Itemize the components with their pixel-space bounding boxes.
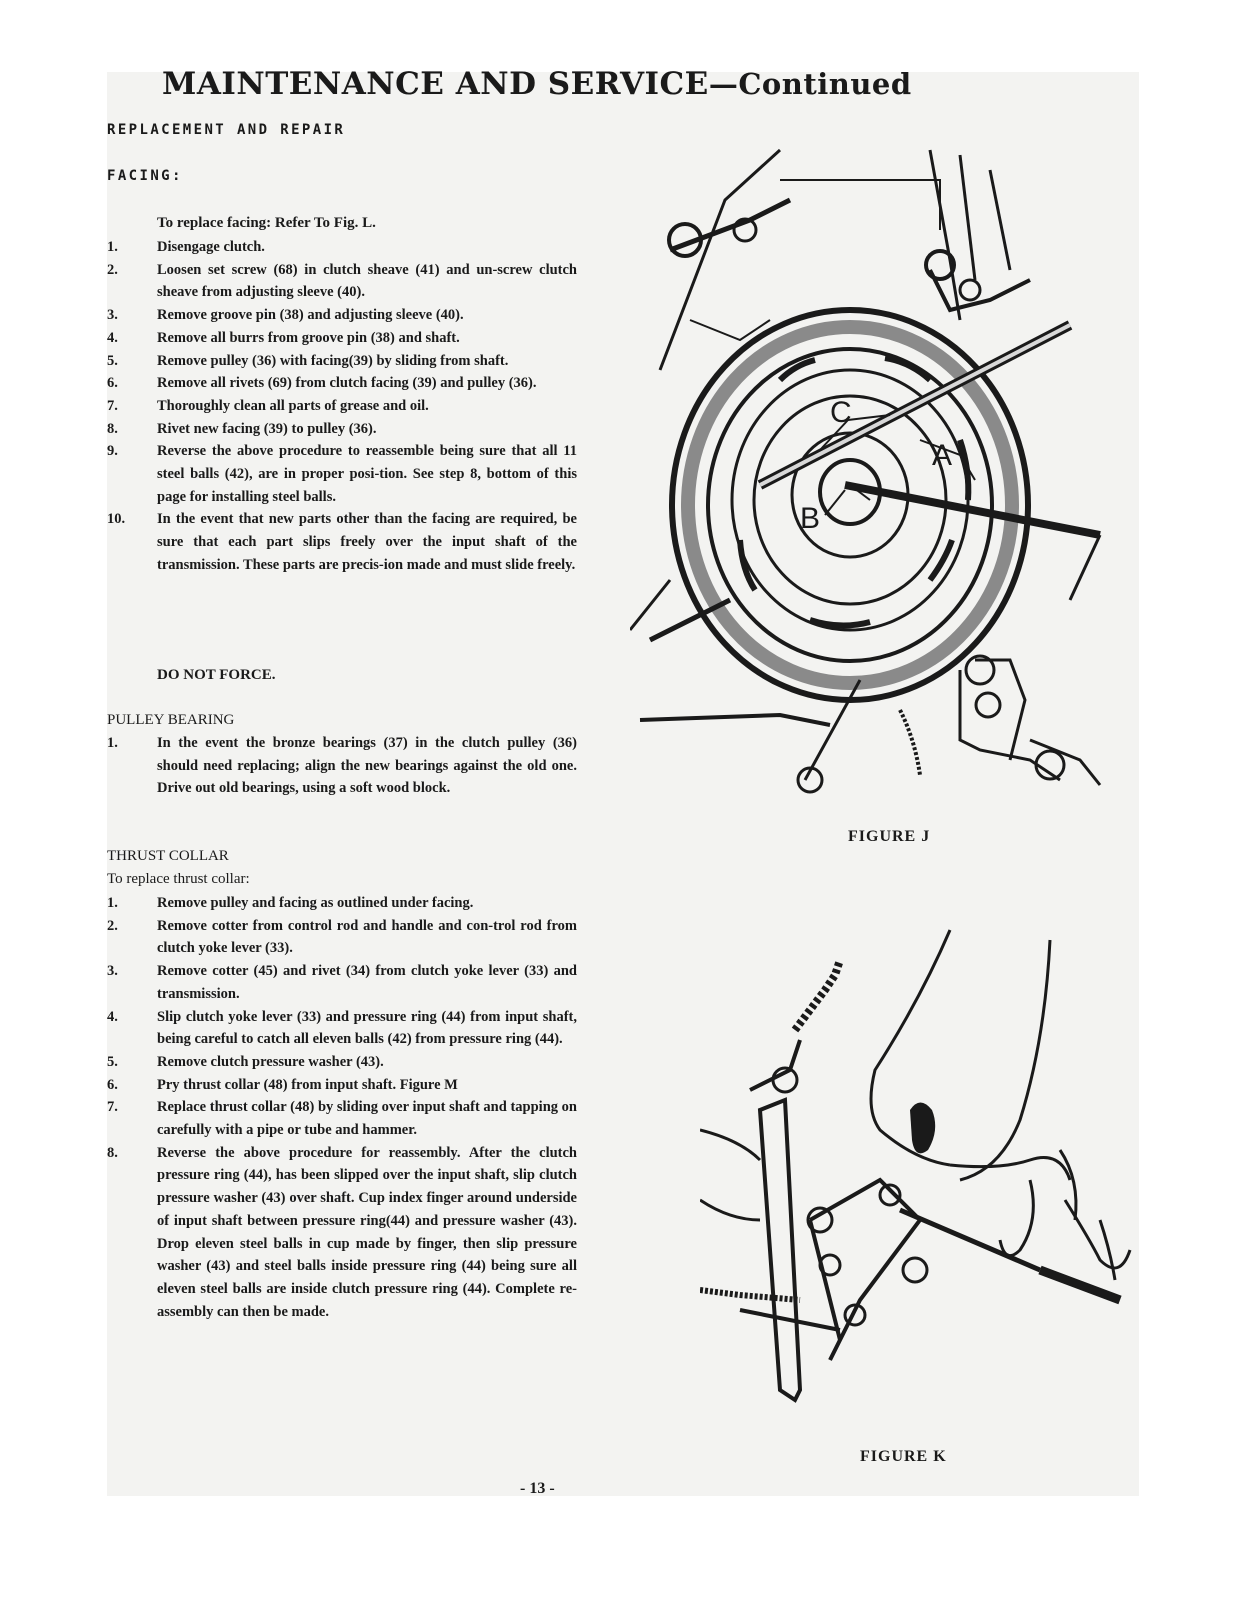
list-item: 4.Slip clutch yoke lever (33) and pressu… [107, 1008, 577, 1048]
list-item: 4.Remove all burrs from groove pin (38) … [107, 329, 460, 346]
facing-heading: FACING: [107, 168, 183, 184]
thrust-collar-steps: 1.Remove pulley and facing as outlined u… [107, 892, 577, 1323]
page-number: - 13 - [520, 1480, 555, 1497]
list-item: 9.Reverse the above procedure to reassem… [107, 443, 577, 505]
list-item: 8.Reverse the above procedure for reasse… [107, 1144, 577, 1320]
warning-text: DO NOT FORCE. [157, 667, 276, 683]
list-item: 5.Remove pulley (36) with facing(39) by … [107, 352, 509, 369]
pulley-bearing-heading: PULLEY BEARING [107, 712, 235, 728]
list-item: 7.Replace thrust collar (48) by sliding … [107, 1099, 577, 1139]
list-item: 3.Remove cotter (45) and rivet (34) from… [107, 963, 577, 1002]
list-item: 2.Loosen set screw (68) in clutch sheave… [107, 261, 577, 301]
title-suffix: —Continued [708, 67, 912, 101]
facing-intro: To replace facing: Refer To Fig. L. [157, 215, 376, 231]
list-item: 1.Remove pulley and facing as outlined u… [107, 895, 474, 911]
list-item: 6.Remove all rivets (69) from clutch fac… [107, 375, 537, 392]
page-sheet [107, 72, 1139, 1496]
list-item: 3.Remove groove pin (38) and adjusting s… [107, 307, 464, 324]
list-item: 2.Remove cotter from control rod and han… [107, 917, 577, 957]
list-item: 5.Remove clutch pressure washer (43). [107, 1053, 384, 1070]
figure-j-illustration: C A B [630, 148, 1102, 794]
list-item: 10.In the event that new parts other tha… [107, 511, 577, 573]
figure-j-label-a: A [932, 439, 952, 472]
list-item: 7.Thoroughly clean all parts of grease a… [107, 397, 429, 414]
facing-steps: 1.Disengage clutch. 2.Loosen set screw (… [107, 236, 577, 577]
figure-k-illustration [700, 929, 1132, 1403]
figure-k-caption: FIGURE K [860, 1448, 947, 1465]
list-item: 8.Rivet new facing (39) to pulley (36). [107, 420, 377, 437]
figure-j-label-b: B [800, 502, 820, 535]
figure-j-label-c: C [830, 396, 852, 429]
list-item: 6.Pry thrust collar (48) from input shaf… [107, 1076, 458, 1093]
thrust-collar-intro: To replace thrust collar: [107, 871, 250, 887]
figure-j-caption: FIGURE J [848, 828, 931, 845]
thrust-collar-heading: THRUST COLLAR [107, 848, 229, 864]
list-item: 1.In the event the bronze bearings (37) … [107, 735, 577, 797]
pulley-bearing-steps: 1.In the event the bronze bearings (37) … [107, 732, 577, 800]
title-main: MAINTENANCE AND SERVICE [162, 66, 709, 102]
page-title: MAINTENANCE AND SERVICE—Continued [162, 66, 912, 102]
list-item: 1.Disengage clutch. [107, 239, 265, 255]
section-heading: REPLACEMENT AND REPAIR [107, 122, 346, 138]
